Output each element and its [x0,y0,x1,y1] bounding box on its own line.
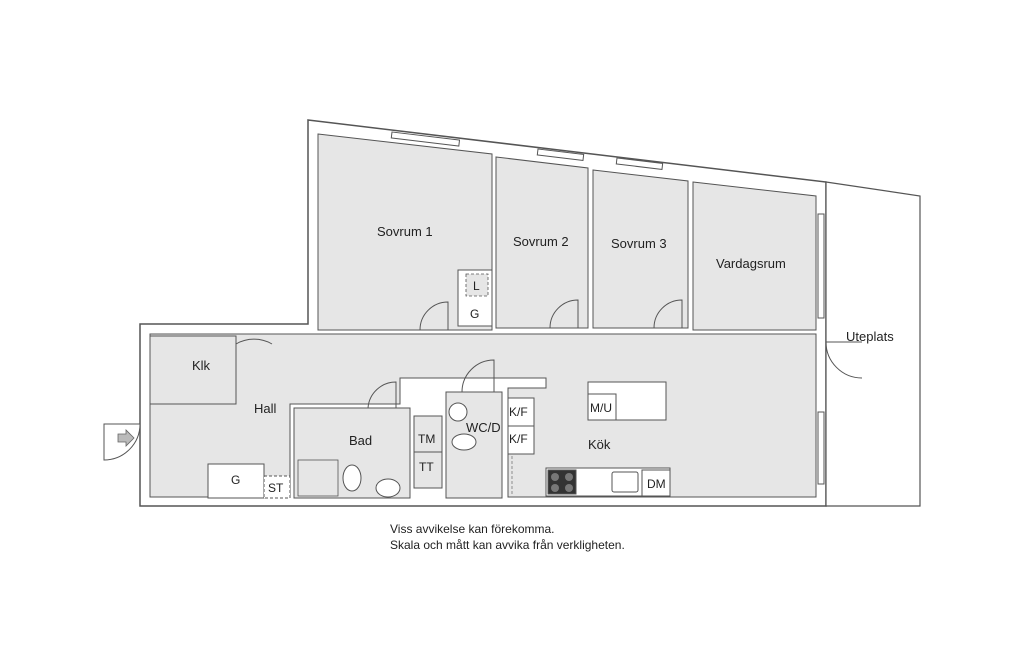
window-sovrum2 [536,148,585,161]
label-kf-top: K/F [509,405,528,419]
dishwasher-box [641,469,671,497]
toilet-bad [342,464,362,492]
washing-dryer-box [587,393,617,421]
label-mu: M/U [590,401,612,415]
terrace [825,181,921,507]
disclaimer-line-1: Viss avvikelse kan förekomma. [390,522,555,536]
window-sovrum3 [615,157,664,170]
room-sovrum-1 [317,133,493,331]
disclaimer-line-2: Skala och mått kan avvika från verklighe… [390,538,625,552]
terrace-door [825,341,863,379]
sovrum3-door [653,299,683,329]
label-klk: Klk [192,358,211,373]
label-wardrobe-bedroom: G [470,307,479,321]
bad-door [367,381,397,409]
label-tt: TT [419,460,434,474]
label-uteplats: Uteplats [846,329,894,344]
label-linen: L [473,279,480,293]
window-sovrum1 [390,131,461,147]
label-st: ST [268,481,284,495]
label-hall: Hall [254,401,277,416]
label-sovrum-2: Sovrum 2 [513,234,569,249]
cleaning-cabinet [263,475,291,499]
shower-area [297,459,339,497]
label-tm: TM [418,432,435,446]
entrance-arrow-icon [117,429,135,447]
label-vardagsrum: Vardagsrum [716,256,786,271]
label-kf-bottom: K/F [509,432,528,446]
room-klk [149,335,237,405]
label-wcd: WC/D [466,420,501,435]
linen-cabinet [465,273,489,297]
kitchen-sink [611,471,639,493]
burner-3 [551,484,559,492]
basin-wcd [448,402,468,422]
fridge-freezer-bottom [507,425,535,455]
label-sovrum-3: Sovrum 3 [611,236,667,251]
room-sovrum-3 [592,169,689,329]
toilet-wcd [451,433,477,451]
label-kok: Kök [588,437,611,452]
label-wardrobe-hall: G [231,473,240,487]
window-living-bottom [817,411,825,485]
basin-bad [375,478,401,498]
sovrum2-door [549,299,579,329]
burner-1 [551,473,559,481]
label-sovrum-1: Sovrum 1 [377,224,433,239]
klk-door [235,338,273,380]
room-vardagsrum [692,181,817,331]
window-living-top [817,213,825,319]
sovrum1-door [419,301,449,331]
label-bad: Bad [349,433,372,448]
wcd-door [461,359,495,393]
burner-4 [565,484,573,492]
label-dm: DM [647,477,666,491]
fridge-freezer-top [507,397,535,427]
hall-wardrobe [207,463,265,499]
room-sovrum-2 [495,156,589,329]
burner-2 [565,473,573,481]
